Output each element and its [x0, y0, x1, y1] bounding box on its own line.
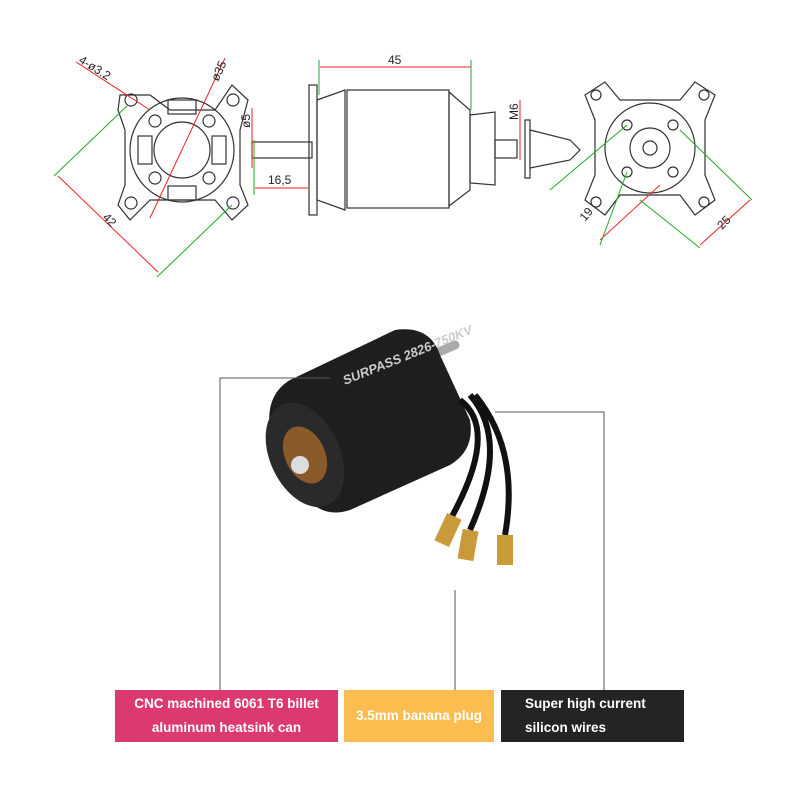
dim-prop-thread: M6 [507, 103, 521, 120]
rear-view [584, 81, 716, 216]
dim-shaft-diameter: ø5 [239, 114, 253, 128]
callout-text: CNC machined 6061 T6 billet [134, 696, 319, 711]
leader-lines [219, 377, 605, 690]
dim-shaft-length: 16,5 [268, 173, 292, 187]
dim-mount-spacing: 42 [100, 210, 120, 230]
callout-text: 3.5mm banana plug [355, 708, 483, 723]
side-view [251, 84, 581, 216]
motor-photo: SURPASS 2826-750KV [265, 321, 513, 565]
rear-dimension-lines [549, 124, 753, 249]
side-dimension-lines [251, 60, 521, 195]
callout-text: silicon wires [525, 720, 607, 735]
callout-text: Super high current [525, 696, 646, 711]
callout-silicon-wires: Super high current silicon wires [501, 690, 684, 742]
dim-mount-holes: 4-ø3.2 [76, 53, 113, 83]
callout-banana-plug: 3.5mm banana plug [344, 690, 494, 742]
callout-heatsink-can: CNC machined 6061 T6 billet aluminum hea… [115, 690, 338, 742]
dim-body-length: 45 [388, 53, 402, 67]
dim-rear-spacing-a: 19 [577, 204, 597, 223]
front-view [117, 84, 249, 221]
front-dimension-lines [53, 57, 233, 278]
dim-outer-diameter: ø35 [208, 58, 230, 83]
callout-text: aluminum heatsink can [151, 720, 302, 735]
